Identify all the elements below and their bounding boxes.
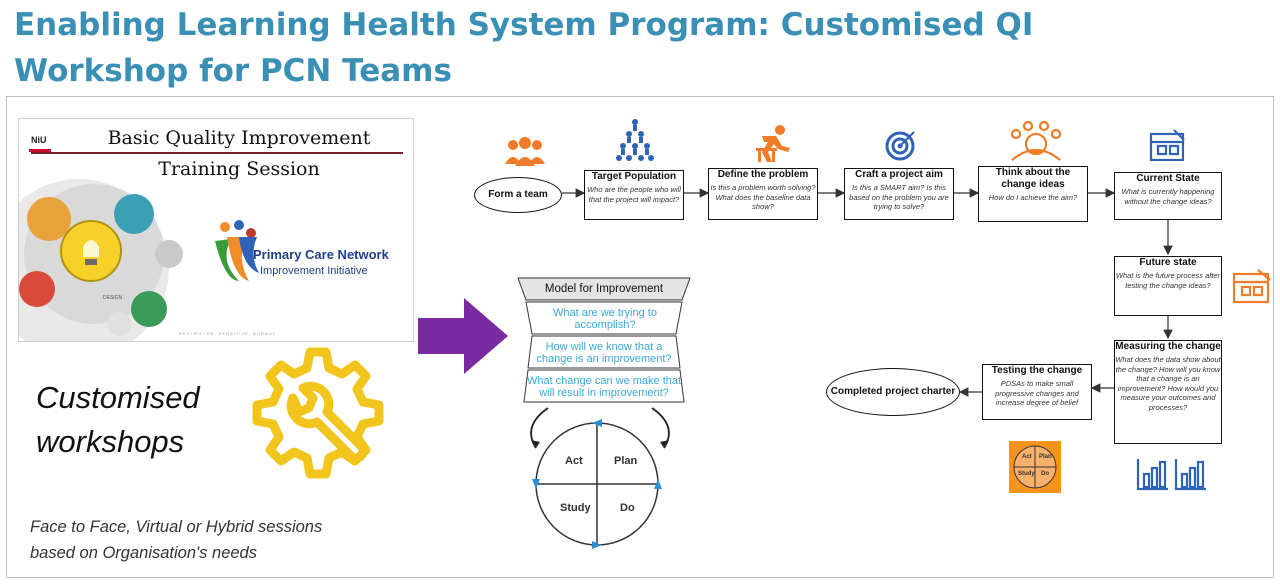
- cycle-do: Do: [620, 502, 635, 514]
- question-measure: How will we know that a change is an imp…: [536, 341, 672, 365]
- cycle-study: Study: [560, 502, 591, 514]
- measuring-change-box: Measuring the change What does the data …: [1114, 340, 1222, 444]
- mini-pdsa-icon: [1009, 441, 1061, 493]
- slide-heading-line2: Training Session: [158, 158, 320, 180]
- target-icon: [885, 131, 915, 161]
- question-aim: What are we trying to accomplish?: [553, 307, 657, 331]
- blueprint-icon: [1149, 129, 1185, 162]
- design-label: DESIGN: [103, 295, 123, 301]
- model-header: Model for Improvement: [544, 283, 664, 295]
- blueprint-orange-icon: [1232, 269, 1271, 304]
- completed-charter-node: Completed project charter: [826, 368, 960, 416]
- session-formats-text: Face to Face, Virtual or Hybrid sessions…: [30, 518, 323, 562]
- cycle-act: Act: [565, 455, 583, 467]
- team-icon: [505, 137, 545, 166]
- mini-study: Study: [1018, 471, 1035, 477]
- slide-footer: RESTRICTED, SENSITIVE, NORMAL: [179, 331, 277, 336]
- change-ideas-box: Think about the change ideas How do I ac…: [978, 166, 1088, 222]
- mini-plan: Plan: [1039, 454, 1052, 460]
- define-problem-box: Define the problem Is this a problem wor…: [708, 168, 818, 220]
- gear-wrench-icon: [252, 347, 384, 479]
- bar-chart-icons: [1136, 459, 1206, 491]
- training-slide: NiU Basic Quality Improvement Training S…: [18, 118, 414, 342]
- pcn-subtitle: Improvement Initiative: [260, 265, 368, 277]
- pcn-logo-icon: [215, 220, 259, 281]
- mini-act: Act: [1022, 454, 1032, 460]
- purple-arrow-icon: [418, 298, 508, 374]
- project-aim-box: Craft a project aim Is this a SMART aim?…: [844, 168, 954, 220]
- slide-rule: [31, 152, 403, 154]
- ideas-team-icon: [1010, 120, 1062, 161]
- niu-logo: NiU: [31, 135, 47, 145]
- population-icon: [616, 119, 654, 161]
- hurdle-icon: [756, 125, 790, 162]
- form-team-node: Form a team: [474, 177, 562, 213]
- slide-graphic: [19, 179, 183, 341]
- target-population-box: Target Population Who are the people who…: [584, 170, 684, 220]
- customised-workshops-text: Customised workshops: [36, 380, 200, 459]
- cycle-plan: Plan: [614, 455, 638, 467]
- logo-bar: [29, 149, 51, 152]
- current-state-box: Current State What is currently happenin…: [1114, 172, 1222, 220]
- question-change: What change can we make that will result…: [526, 375, 682, 399]
- pcn-name: Primary Care Network: [253, 247, 389, 262]
- content-frame: [6, 96, 1274, 578]
- future-state-box: Future state What is the future process …: [1114, 256, 1222, 316]
- slide-heading-line1: Basic Quality Improvement: [107, 127, 371, 149]
- mini-do: Do: [1041, 471, 1049, 477]
- testing-change-box: Testing the change PDSAs to make small p…: [982, 364, 1092, 420]
- page-title: Enabling Learning Health System Program:…: [14, 7, 1034, 89]
